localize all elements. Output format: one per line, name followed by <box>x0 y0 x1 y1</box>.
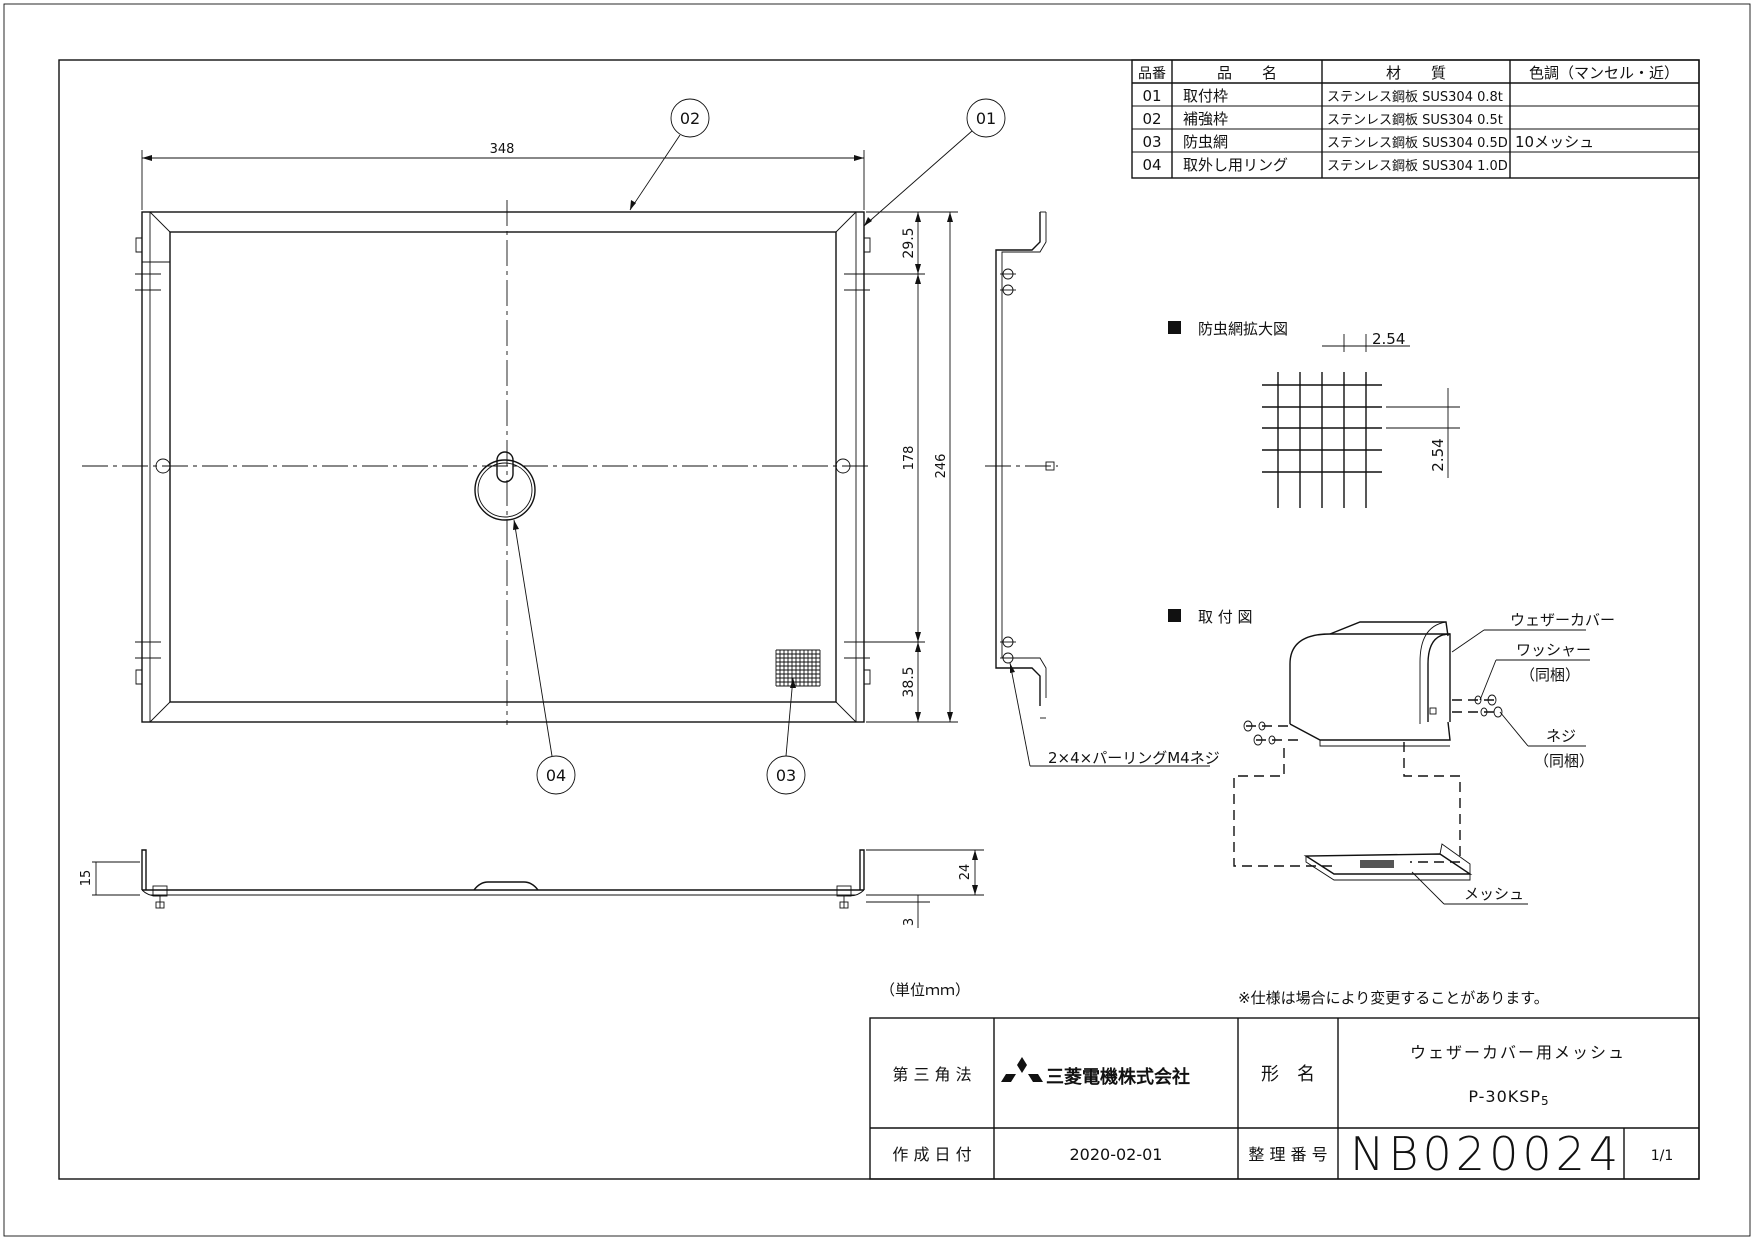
mesh-detail-title: 防虫網拡大図 <box>1198 320 1288 338</box>
parts-row-material: ステンレス鋼板 SUS304 0.8t <box>1327 90 1503 105</box>
unit-note: （単位ｍｍ） <box>880 981 970 999</box>
company-name: 三菱電機株式会社 <box>1046 1066 1190 1088</box>
dim-width-value: 348 <box>490 142 515 157</box>
parts-row-name: 取外し用リング <box>1183 156 1288 174</box>
mesh-pitch-v: 2.54 <box>1429 438 1447 471</box>
bottom-bolt-icon <box>152 885 168 909</box>
sheet-number: 1/1 <box>1651 1148 1674 1164</box>
parts-header-name: 品 名 <box>1217 64 1277 82</box>
balloon-01: 01 <box>863 98 1006 227</box>
weather-cover-label: ウェザーカバー <box>1510 611 1615 629</box>
dimension-width: 348 <box>141 142 865 210</box>
parts-row-no: 01 <box>1142 87 1161 105</box>
parts-row-name: 防虫網 <box>1183 133 1228 151</box>
dimension-heights: 29.5 178 246 38.5 <box>866 211 958 723</box>
washer-label: ワッシャー <box>1516 641 1591 659</box>
dim-side-h2: 24 <box>958 864 973 881</box>
washer-sub-label: （同梱） <box>1520 666 1580 684</box>
rivet-note: 2×4×パーリングM4ネジ <box>1048 749 1220 767</box>
svg-text:02: 02 <box>680 109 700 128</box>
product-name: ウェザーカバー用メッシュ <box>1410 1043 1626 1062</box>
svg-text:03: 03 <box>776 766 796 785</box>
outer-border <box>3 3 1751 1237</box>
title-block: 第 三 角 法 三菱電機株式会社 形 名 ウェザーカバー用メッシュ P-30KS… <box>869 1017 1700 1181</box>
screw-hole-icon <box>835 458 851 474</box>
weather-cover-shape <box>1289 621 1451 747</box>
spec-note: ※仕様は場合により変更することがあります。 <box>1238 989 1549 1007</box>
mounting-diagram: 取 付 図 <box>1168 608 1615 905</box>
parts-row-no: 03 <box>1142 133 1161 151</box>
parts-row-material: ステンレス鋼板 SUS304 0.5D <box>1327 136 1508 151</box>
front-view <box>82 200 872 725</box>
parts-row-no: 02 <box>1142 110 1161 128</box>
dim-side-h1: 15 <box>79 870 94 887</box>
dim-total-height: 246 <box>934 454 949 479</box>
doc-number: NB020024 <box>1350 1127 1622 1181</box>
parts-row-material: ステンレス鋼板 SUS304 0.5t <box>1327 113 1503 128</box>
parts-header-color: 色調（マンセル・近） <box>1529 64 1679 82</box>
section-marker-icon <box>1168 609 1181 622</box>
parts-row-color: 10メッシュ <box>1515 133 1594 151</box>
mesh-grid <box>1262 372 1382 508</box>
section-marker-icon <box>1168 321 1181 334</box>
parts-header-material: 材 質 <box>1386 64 1446 82</box>
mesh-patch-icon <box>775 649 821 687</box>
parts-row-name: 補強枠 <box>1183 110 1228 128</box>
type-label: 形 名 <box>1261 1064 1315 1085</box>
balloon-03: 03 <box>766 677 806 795</box>
parts-row-material: ステンレス鋼板 SUS304 1.0D <box>1327 159 1508 174</box>
svg-text:04: 04 <box>546 766 566 785</box>
svg-text:01: 01 <box>976 109 996 128</box>
dim-bottom-offset: 38.5 <box>901 666 917 697</box>
parts-header-no: 品番 <box>1138 66 1166 82</box>
washer-screw-icons <box>1243 694 1503 746</box>
dim-top-offset: 29.5 <box>901 227 917 258</box>
mesh-pitch-h: 2.54 <box>1372 330 1405 348</box>
dim-side-h3: 3 <box>902 918 917 926</box>
parts-row-name: 取付枠 <box>1183 87 1228 105</box>
bottom-view: 15 24 3 <box>79 849 984 928</box>
mesh-detail: 防虫網拡大図 2.54 2.54 <box>1168 320 1460 508</box>
ring-icon <box>474 459 536 521</box>
screw-hole-icon <box>155 458 171 474</box>
parts-row-no: 04 <box>1142 156 1161 174</box>
doc-label: 整 理 番 号 <box>1248 1145 1327 1164</box>
mesh-plate-shape <box>1303 843 1473 881</box>
balloon-04: 04 <box>513 519 576 795</box>
mounting-title: 取 付 図 <box>1198 608 1253 626</box>
inner-border <box>58 59 1700 1180</box>
screw-sub-label: （同梱） <box>1534 752 1594 770</box>
mitsubishi-logo-icon <box>1001 1057 1043 1082</box>
screw-label: ネジ <box>1546 727 1576 745</box>
side-view: 2×4×パーリングM4ネジ <box>985 211 1220 767</box>
balloon-02: 02 <box>629 98 710 211</box>
mesh-label: メッシュ <box>1464 885 1524 903</box>
projection-method: 第 三 角 法 <box>892 1065 971 1084</box>
creation-date: 2020-02-01 <box>1070 1145 1163 1164</box>
parts-table: 品番 品 名 材 質 色調（マンセル・近） 01 取付枠 ステンレス鋼板 SUS… <box>1131 59 1700 179</box>
bottom-bolt-icon <box>836 885 852 909</box>
date-label: 作 成 日 付 <box>892 1145 971 1164</box>
model-number: P-30KSP5 <box>1468 1087 1549 1108</box>
dim-inner-height: 178 <box>902 446 917 471</box>
